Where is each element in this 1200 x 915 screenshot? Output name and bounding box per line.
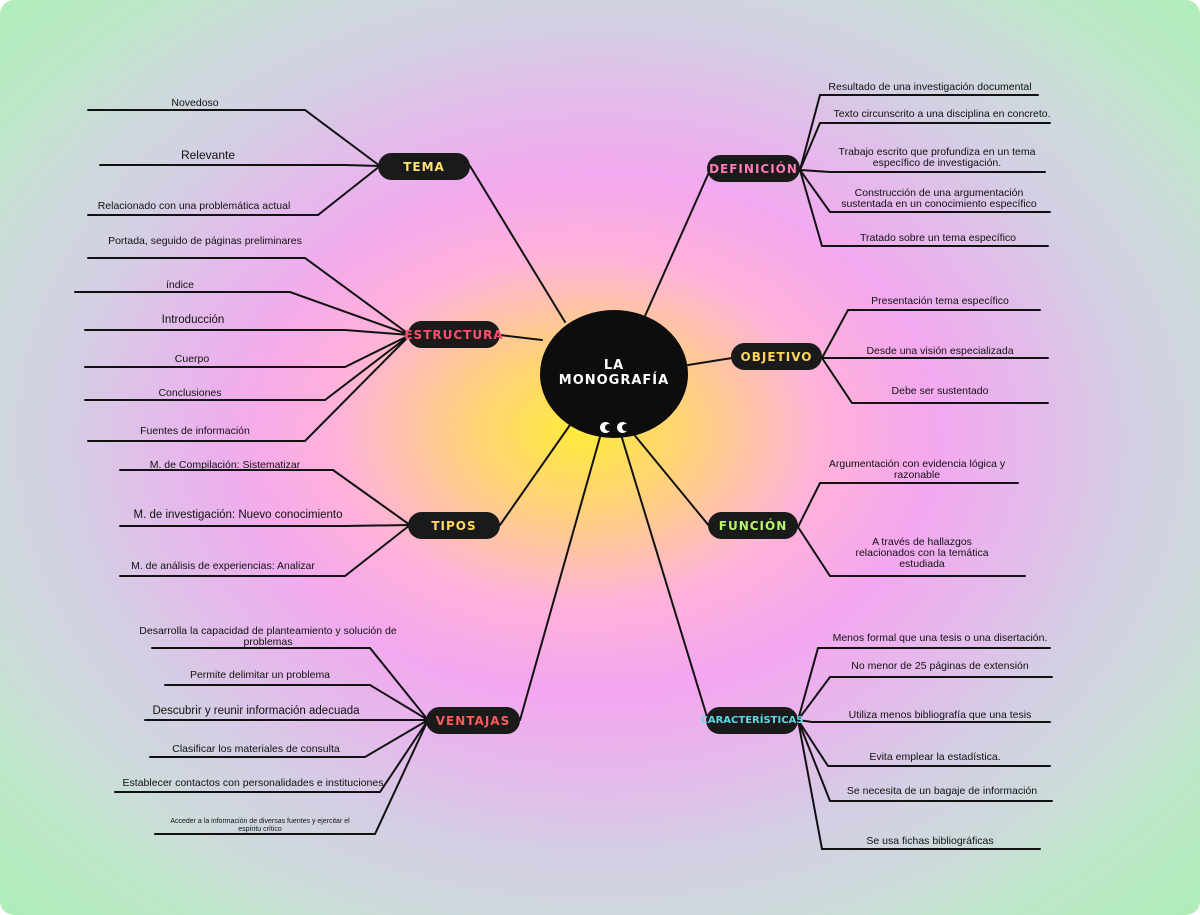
definicion-item: Construcción de una argumentación susten… xyxy=(841,187,1037,210)
branch-caracteristicas: CARACTERÍSTICAS xyxy=(701,707,803,734)
caracteristicas-item: Utiliza menos bibliografía que una tesis xyxy=(848,709,1032,721)
right-eye-icon xyxy=(617,422,629,433)
funcion-item: Argumentación con evidencia lógica y raz… xyxy=(828,458,1006,481)
center-node: LA MONOGRAFÍA xyxy=(540,310,688,438)
objetivo-item: Debe ser sustentado xyxy=(891,385,989,397)
caracteristicas-item: Se necesita de un bagaje de información xyxy=(846,785,1038,797)
center-title: LA MONOGRAFÍA xyxy=(540,358,688,388)
objetivo-item: Desde una visión especializada xyxy=(866,345,1014,357)
branch-tipos: TIPOS xyxy=(408,512,500,539)
branch-tema: TEMA xyxy=(378,153,470,180)
ventajas-item: Clasificar los materiales de consulta xyxy=(172,743,340,755)
ventajas-item: Acceder a la información de diversas fue… xyxy=(170,818,350,833)
center-title-line2: MONOGRAFÍA xyxy=(558,373,670,388)
estructura-item: Portada, seguido de páginas preliminares xyxy=(108,235,302,247)
tipos-item: M. de análisis de experiencias: Analizar xyxy=(131,560,315,572)
tipos-item: M. de investigación: Nuevo conocimiento xyxy=(133,509,343,521)
ventajas-item: Establecer contactos con personalidades … xyxy=(122,777,384,789)
branch-ventajas: VENTAJAS xyxy=(426,707,520,734)
caracteristicas-item: Menos formal que una tesis o una diserta… xyxy=(832,632,1048,644)
estructura-item: Fuentes de información xyxy=(140,425,250,437)
definicion-item: Tratado sobre un tema específico xyxy=(859,232,1017,244)
objetivo-item: Presentación tema específico xyxy=(871,295,1009,307)
branch-funcion: FUNCIÓN xyxy=(708,512,798,539)
ventajas-item: Desarrolla la capacidad de planteamiento… xyxy=(139,625,397,648)
caracteristicas-item: No menor de 25 páginas de extensión xyxy=(851,660,1029,672)
tema-item: Relacionado con una problemática actual xyxy=(97,200,291,212)
left-eye-icon xyxy=(600,422,612,433)
tipos-item: M. de Compilación: Sistematizar xyxy=(149,459,301,471)
caracteristicas-item: Se usa fichas bibliográficas xyxy=(866,835,994,847)
estructura-item: Cuerpo xyxy=(174,353,210,365)
tema-item: Relevante xyxy=(180,148,236,162)
tema-item: Novedoso xyxy=(171,97,219,109)
caracteristicas-item: Evita emplear la estadística. xyxy=(869,751,1001,763)
branch-definicion: DEFINICIÓN xyxy=(707,155,800,182)
estructura-item: Introducción xyxy=(161,314,225,326)
definicion-item: Resultado de una investigación documenta… xyxy=(828,81,1032,93)
estructura-item: Conclusiones xyxy=(158,387,222,399)
ventajas-item: Permite delimitar un problema xyxy=(189,669,331,681)
funcion-item: A través de hallazgos relacionados con l… xyxy=(855,536,989,570)
estructura-item: índice xyxy=(165,279,195,291)
definicion-item: Trabajo escrito que profundiza en un tem… xyxy=(838,146,1036,169)
branch-objetivo: OBJETIVO xyxy=(731,343,822,370)
center-title-line1: LA xyxy=(603,358,625,373)
definicion-item: Texto circunscrito a una disciplina en c… xyxy=(833,108,1051,120)
branch-estructura: ESTRUCTURA xyxy=(404,321,503,348)
ventajas-item: Descubrir y reunir información adecuada xyxy=(152,705,360,717)
